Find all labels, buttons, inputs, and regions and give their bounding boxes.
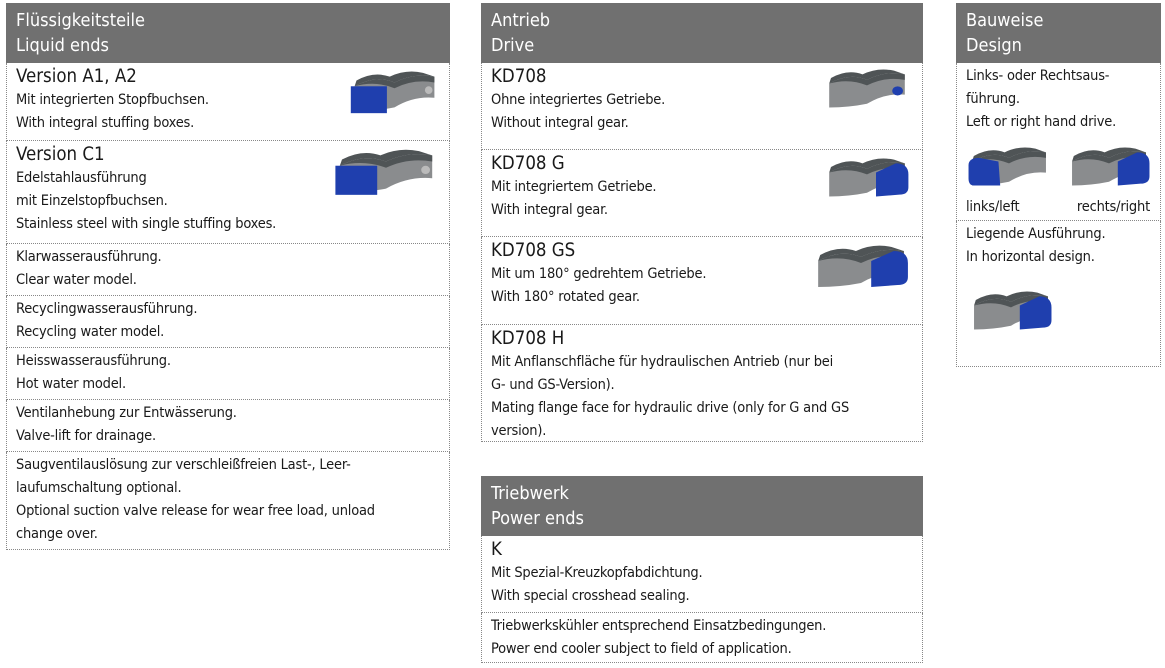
list-item: Triebwerkskühler entsprechend Einsatzbed…	[481, 613, 923, 663]
list-item: KD708 G Mit integriertem Getriebe. With i…	[481, 150, 923, 237]
right-label: rechts/right	[1076, 199, 1150, 215]
pump-image	[974, 291, 1052, 330]
line: Edelstahlausführung	[16, 170, 147, 186]
list-item: K Mit Spezial-Kreuzkopfabdichtung. With s…	[481, 536, 923, 613]
list-item: Version A1, A2 Mit integrierten Stopfbuc…	[6, 63, 450, 141]
item-title: Version A1, A2	[16, 66, 137, 87]
line: change over.	[16, 526, 98, 542]
header-en: Liquid ends	[16, 35, 109, 56]
pump-image-right	[1072, 147, 1150, 186]
list-item: Version C1 Edelstahlausführung mit Einze…	[6, 141, 450, 244]
pump-image-left	[968, 147, 1046, 186]
header-de: Antrieb	[491, 10, 551, 31]
line: Mating flange face for hydraulic drive (…	[491, 400, 850, 416]
list-item: Heisswasserausführung. Hot water model.	[6, 348, 450, 400]
pump-image	[818, 245, 908, 287]
list-item: Ventilanhebung zur Entwässerung. Valve-li…	[6, 400, 450, 452]
line: Hot water model.	[16, 376, 126, 392]
line: Liegende Ausführung.	[966, 226, 1106, 242]
list-item: Liegende Ausführung. In horizontal design…	[956, 221, 1161, 367]
header-de: Triebwerk	[491, 483, 569, 504]
line: Clear water model.	[16, 272, 137, 288]
item-title: Version C1	[16, 144, 105, 165]
list-item: Recyclingwasserausführung. Recycling wate…	[6, 296, 450, 348]
list-item: Saugventilauslösung zur verschleißfreien…	[6, 452, 450, 550]
line: Recycling water model.	[16, 324, 165, 340]
line: Ohne integriertes Getriebe.	[491, 92, 666, 108]
pump-image	[829, 158, 909, 197]
line: laufumschaltung optional.	[16, 480, 182, 496]
line: Valve-lift for drainage.	[16, 428, 156, 444]
item-title: K	[491, 539, 502, 560]
pump-image	[335, 149, 433, 195]
header-en: Drive	[491, 35, 535, 56]
line: Mit Spezial-Kreuzkopfabdichtung.	[491, 565, 703, 581]
header-de: Bauweise	[966, 10, 1044, 31]
orientation-labels: links/left rechts/right	[966, 196, 1150, 219]
line: Mit Anflanschfläche für hydraulischen An…	[491, 354, 834, 370]
line: With integral stuffing boxes.	[16, 115, 195, 131]
line: führung.	[966, 91, 1020, 107]
list-item: KD708 GS Mit um 180° gedrehtem Getriebe.…	[481, 237, 923, 325]
line: Triebwerkskühler entsprechend Einsatzbed…	[491, 618, 827, 634]
header-en: Design	[966, 35, 1022, 56]
line: Power end cooler subject to field of app…	[491, 641, 792, 657]
line: G- und GS-Version).	[491, 377, 615, 393]
line: mit Einzelstopfbuchsen.	[16, 193, 168, 209]
line: Saugventilauslösung zur verschleißfreien…	[16, 457, 351, 473]
item-title: KD708	[491, 66, 547, 87]
item-title: KD708 H	[491, 328, 565, 349]
left-label: links/left	[966, 199, 1020, 215]
list-item: Links- oder Rechtsaus-führung. Left or ri…	[956, 63, 1161, 221]
line: In horizontal design.	[966, 249, 1095, 265]
header-en: Power ends	[491, 508, 584, 529]
line: Stainless steel with single stuffing box…	[16, 216, 277, 232]
header-de: Flüssigkeitsteile	[16, 10, 146, 31]
item-title: KD708 G	[491, 153, 565, 174]
line: Mit integriertem Getriebe.	[491, 179, 657, 195]
line: Left or right hand drive.	[966, 114, 1117, 130]
line: Klarwasserausführung.	[16, 249, 162, 265]
line: Ventilanhebung zur Entwässerung.	[16, 405, 237, 421]
line: version).	[491, 423, 547, 439]
line: Heisswasserausführung.	[16, 353, 171, 369]
pump-image	[829, 69, 905, 108]
item-title: KD708 GS	[491, 240, 576, 261]
list-item: Klarwasserausführung. Clear water model.	[6, 244, 450, 296]
pump-image	[350, 71, 435, 114]
line: Recyclingwasserausführung.	[16, 301, 198, 317]
line: With special crosshead sealing.	[491, 588, 690, 604]
line: Links- oder Rechtsaus-	[966, 68, 1110, 84]
line: Without integral gear.	[491, 115, 629, 131]
line: Mit um 180° gedrehtem Getriebe.	[491, 266, 707, 282]
line: Mit integrierten Stopfbuchsen.	[16, 92, 209, 108]
line: With integral gear.	[491, 202, 608, 218]
list-item: KD708 Ohne integriertes Getriebe. Without…	[481, 63, 923, 150]
list-item: KD708 H Mit Anflanschfläche für hydrauli…	[481, 325, 923, 442]
line: Optional suction valve release for wear …	[16, 503, 375, 519]
line: With 180° rotated gear.	[491, 289, 640, 305]
